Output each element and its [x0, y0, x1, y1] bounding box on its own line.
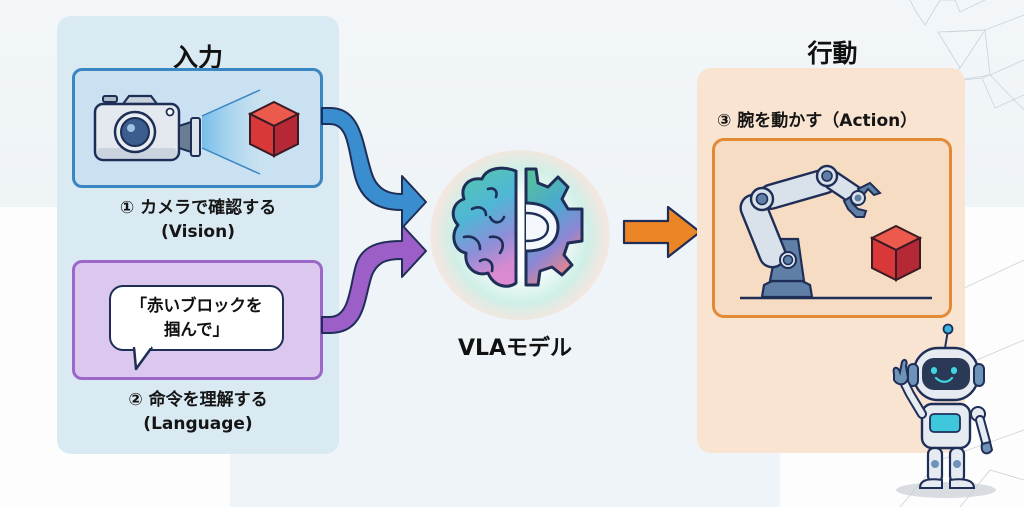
language-arrow-icon — [321, 224, 427, 334]
camera-icon — [93, 94, 201, 162]
robot-arm-icon — [739, 164, 932, 300]
language-caption-subtitle: (Language) — [143, 414, 253, 434]
speech-bubble: 「赤いブロックを 掴んで」 — [109, 285, 284, 351]
language-caption: ② 命令を理解する (Language) — [57, 388, 339, 436]
vision-caption-title: ① カメラで確認する — [119, 198, 277, 218]
brain-icon — [451, 166, 518, 288]
vision-arrow-icon — [321, 107, 427, 229]
action-caption: ③ 腕を動かす（Action） — [717, 111, 918, 131]
vision-caption-subtitle: (Vision) — [161, 222, 235, 242]
bubble-text-line1: 「赤いブロックを — [130, 296, 263, 315]
gear-icon — [524, 167, 584, 287]
robot-mascot-icon — [892, 323, 996, 498]
vision-caption: ① カメラで確認する (Vision) — [57, 196, 339, 244]
red-cube-icon — [869, 224, 923, 282]
vla-model-label: VLAモデル — [457, 336, 573, 361]
input-panel-title: 入力 — [172, 43, 223, 72]
language-caption-title: ② 命令を理解する — [128, 390, 268, 410]
action-arrow-icon — [622, 205, 702, 259]
action-panel-title: 行動 — [807, 39, 858, 68]
speech-bubble-tail — [132, 343, 154, 371]
bubble-text-line2: 掴んで」 — [163, 320, 230, 339]
red-cube-icon — [247, 100, 301, 158]
camera-view-cone — [201, 89, 261, 175]
